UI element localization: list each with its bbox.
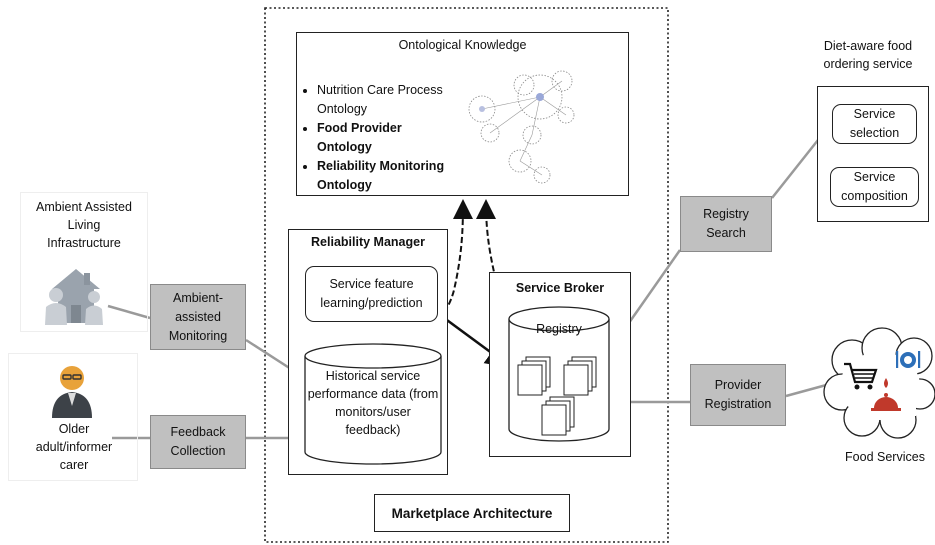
registry-search-box: Registry Search [680,196,772,252]
link-aal-monitoring [107,304,151,320]
service-feature-label: Service feature learning/prediction [320,277,423,310]
aal-panel: Ambient Assisted Living Infrastructure [20,192,148,332]
cloche-icon [871,378,901,411]
ambient-monitoring-label: Ambient-assisted Monitoring [168,290,228,343]
service-composition-box: Service composition [830,167,919,207]
ontology-item-reliability: Reliability Monitoring Ontology [317,157,459,195]
history-database-label: Historical service performance data (fro… [307,369,439,437]
ontology-item-ncp: Nutrition Care Process Ontology [317,81,459,119]
diet-service-title: Diet-aware food ordering service [823,39,913,71]
feedback-collection-box: Feedback Collection [150,415,246,469]
ambient-monitoring-box: Ambient-assisted Monitoring [150,284,246,350]
ontology-list: Nutrition Care Process Ontology Food Pro… [299,81,459,195]
registry-search-label: Registry Search [703,207,749,240]
older-adult-label: Older adult/informer carer [35,422,113,472]
provider-registration-box: Provider Registration [690,364,786,426]
marketplace-label-box: Marketplace Architecture [374,494,570,532]
service-selection-label: Service selection [849,107,900,140]
ontology-box: Ontological Knowledge Nutrition Care Pro… [296,32,629,196]
registry-database-icon [508,306,610,442]
ontology-graph-image [468,70,575,184]
service-broker-title: Service Broker [515,281,605,295]
link-provider-food [785,382,831,398]
registry-label: Registry [536,322,582,336]
older-adult-panel [8,353,138,481]
service-selection-box: Service selection [832,104,917,144]
older-adult-icon [52,366,92,418]
link-search-diet [771,139,819,199]
plate-cutlery-icon [896,351,921,368]
shopping-cart-icon [844,362,878,390]
ontology-title: Ontological Knowledge [398,38,527,52]
home-family-icon [45,269,103,325]
ontology-item-food: Food Provider Ontology [317,119,459,157]
marketplace-label: Marketplace Architecture [391,505,553,521]
reliability-manager-title: Reliability Manager [311,235,425,249]
service-feature-box: Service feature learning/prediction [305,266,438,322]
food-services-label: Food Services [845,450,925,464]
service-composition-label: Service composition [841,170,908,203]
food-services-cloud [823,327,935,439]
marketplace-border [264,7,669,543]
provider-registration-label: Provider Registration [704,378,772,411]
history-database-icon [304,343,442,465]
aal-label: Ambient Assisted Living Infrastructure [36,200,132,250]
feedback-collection-label: Feedback Collection [170,425,226,458]
